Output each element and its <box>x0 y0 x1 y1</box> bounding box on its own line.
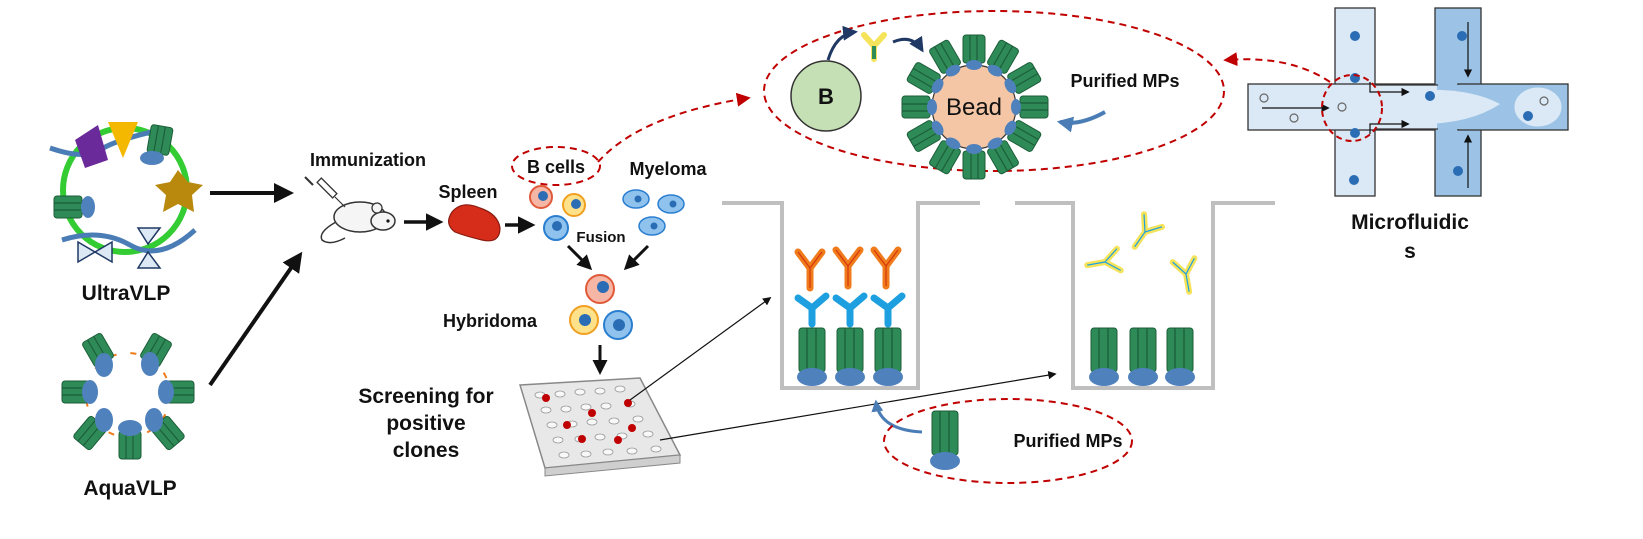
secreted-antibody-icon <box>861 32 887 62</box>
fusion-label: Fusion <box>576 229 625 246</box>
arrow-antibody-to-bead <box>892 35 924 53</box>
syringe-icon <box>304 176 346 208</box>
well-plate-icon <box>519 377 682 477</box>
arrow-bcell-to-antibody <box>826 25 858 61</box>
bead-panel-highlight <box>763 10 1225 172</box>
purified-mps-bottom-highlight <box>883 398 1133 484</box>
microfluidics-label-line2: s <box>1404 240 1416 263</box>
arrow-plate-to-well1 <box>629 297 772 401</box>
spleen-icon <box>448 204 501 242</box>
mouse-icon <box>320 201 396 244</box>
screening-label-line2: positive <box>386 412 465 435</box>
purified-mps-top-label: Purified MPs <box>1070 71 1179 91</box>
b-cell-icon <box>790 60 862 132</box>
dashed-arrow-microfluidics-to-bead <box>1223 52 1331 83</box>
screening-label-line3: clones <box>393 439 460 462</box>
well-2-contents <box>1085 214 1200 386</box>
ultravlp-illustration <box>49 122 203 269</box>
ultravlp-label: UltraVLP <box>82 282 171 305</box>
myeloma-icons <box>622 189 685 236</box>
arrow-plate-to-well2 <box>659 370 1057 441</box>
aquavlp-label: AquaVLP <box>83 477 176 500</box>
arrow-purified-mps-to-bead <box>1056 110 1106 133</box>
microfluidic-chip <box>1247 7 1569 197</box>
b-cell-label: B <box>818 84 834 109</box>
arrow-myeloma-to-hybridoma <box>623 244 650 271</box>
immunization-label: Immunization <box>310 150 426 170</box>
dashed-arrow-bcells-to-bead <box>597 92 751 163</box>
bcells-highlight <box>511 146 601 186</box>
well-2 <box>1015 201 1275 390</box>
well-1-contents <box>797 250 903 386</box>
purified-mps-bottom-label: Purified MPs <box>1013 431 1122 451</box>
hybridoma-icons <box>569 274 633 340</box>
well-1 <box>722 201 980 390</box>
spleen-label: Spleen <box>438 182 497 202</box>
aquavlp-illustration <box>61 331 195 460</box>
screening-label-line1: Screening for <box>358 385 493 408</box>
bcells-label: B cells <box>527 157 585 177</box>
arrow-aquavlp-to-mouse <box>208 251 303 387</box>
bead-with-mps <box>901 34 1049 180</box>
microfluidics-label-line1: Microfluidic <box>1351 211 1469 234</box>
hybridoma-label: Hybridoma <box>443 311 538 331</box>
bcell-icons <box>529 185 586 241</box>
purified-mp-icon <box>930 410 960 470</box>
bead-label: Bead <box>946 94 1002 121</box>
myeloma-label: Myeloma <box>629 159 707 179</box>
arrow-purified-mp-to-well1 <box>871 399 923 434</box>
arrow-bcells-to-hybridoma <box>566 244 593 271</box>
